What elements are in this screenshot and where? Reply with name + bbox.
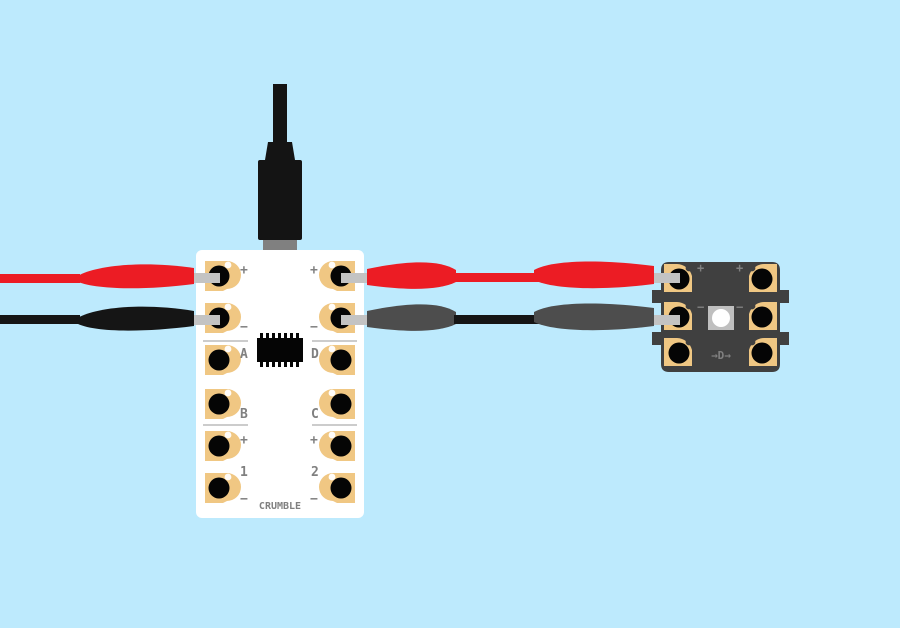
sparkle-label-data: →D→: [711, 349, 731, 362]
label-right-minus-top: −: [310, 320, 318, 335]
label-left-plus-bottom: +: [240, 433, 248, 448]
label-d: D: [311, 347, 319, 362]
microchip: [257, 333, 303, 367]
sparkle-pad-data-out[interactable]: [748, 338, 777, 366]
label-b: B: [240, 407, 248, 422]
crumble-board: + − A B + 1 − + − D C + 2 − CRUMBLE: [196, 250, 364, 518]
red-crocodile-lead: [341, 261, 680, 289]
label-c: C: [311, 407, 319, 422]
sparkle-label-minus-right: −: [736, 300, 743, 314]
label-right-plus-bottom: +: [310, 433, 318, 448]
sparkle-label-plus-left: +: [697, 261, 704, 275]
sparkle-pad-plus-right[interactable]: [748, 264, 777, 292]
led: [708, 306, 734, 330]
label-1: 1: [240, 465, 248, 480]
label-a: A: [240, 347, 248, 362]
black-wire-power-in: [0, 306, 220, 331]
label-right-minus-bottom: −: [310, 492, 318, 507]
sparkle-board: + + − − →D→: [652, 261, 789, 372]
grey-crocodile-lead: [341, 303, 680, 331]
sparkle-pad-data-in[interactable]: [664, 338, 693, 366]
usb-cable: [258, 84, 302, 240]
label-left-minus-top: −: [240, 320, 248, 335]
label-2: 2: [311, 465, 319, 480]
red-wire-power-in: [0, 264, 220, 289]
sparkle-pad-minus-right[interactable]: [748, 302, 777, 330]
sparkle-label-minus-left: −: [697, 300, 704, 314]
label-right-plus-top: +: [310, 263, 318, 278]
sparkle-label-plus-right: +: [736, 261, 743, 275]
label-left-plus-top: +: [240, 263, 248, 278]
label-left-minus-bottom: −: [240, 492, 248, 507]
board-name: CRUMBLE: [259, 501, 301, 512]
